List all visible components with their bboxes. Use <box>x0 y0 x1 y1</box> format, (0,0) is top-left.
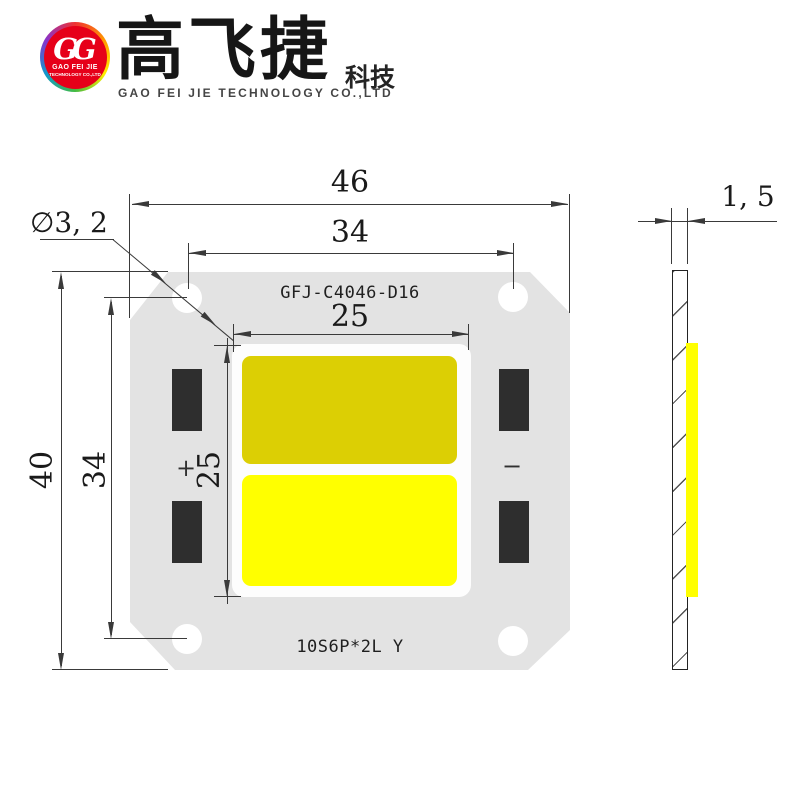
dim-arrow-icon <box>497 250 514 256</box>
led-emitter-bottom <box>242 475 457 586</box>
dim-arrow-icon <box>189 250 206 256</box>
extension-line <box>468 324 470 350</box>
company-name-chinese: 高飞捷 <box>116 10 333 90</box>
dim-arrow-icon <box>224 580 230 597</box>
dim-line <box>132 204 568 206</box>
company-suffix-chinese: 科技 <box>345 64 396 92</box>
dim-arrow-icon <box>224 346 230 363</box>
dim-emitter-height-value: 25 <box>192 450 227 490</box>
extension-tick <box>214 596 241 598</box>
dim-thickness-value: 1, 5 <box>721 180 775 213</box>
leader-landing-line <box>40 239 114 241</box>
company-name-english: GAO FEI JIE TECHNOLOGY CO.,LTD <box>118 86 393 100</box>
spec-code-label: 10S6P*2L Y <box>296 637 404 657</box>
dim-arrow-icon <box>655 218 672 224</box>
dim-arrow-icon <box>551 201 568 207</box>
polarity-plus-mark: + <box>176 454 197 482</box>
extension-line <box>104 638 187 640</box>
extension-line <box>513 243 515 289</box>
dim-line <box>227 338 229 604</box>
dim-line <box>189 253 514 255</box>
solder-pad-right-bottom <box>499 501 529 563</box>
dim-line <box>234 334 469 336</box>
dim-emitter-width-value: 25 <box>330 299 370 334</box>
dim-line <box>111 302 113 635</box>
dim-arrow-icon <box>452 331 469 337</box>
dim-hole-diameter-value: ∅3, 2 <box>30 206 108 239</box>
logo-red-circle: GG GAO FEI JIE TECHNOLOGY CO.,LTD <box>43 25 107 89</box>
dim-arrow-icon <box>688 218 705 224</box>
dim-arrow-icon <box>234 331 251 337</box>
logo-badge-subname: TECHNOLOGY CO.,LTD <box>49 71 101 77</box>
dim-arrow-icon <box>58 653 64 670</box>
dim-arrow-icon <box>108 622 114 639</box>
side-view-phosphor-layer <box>686 343 698 597</box>
dim-hole-pitch-width-value: 34 <box>330 215 370 250</box>
dim-hole-pitch-height-value: 34 <box>78 450 113 490</box>
polarity-minus-mark: − <box>502 452 523 480</box>
dim-line <box>638 221 777 223</box>
extension-line <box>569 194 571 313</box>
solder-pad-right-top <box>499 369 529 431</box>
part-number-label: GFJ-C4046-D16 <box>280 283 420 303</box>
extension-line <box>52 669 168 671</box>
led-emitter-top <box>242 356 457 464</box>
dim-overall-width-value: 46 <box>330 165 370 200</box>
extension-line <box>52 271 168 273</box>
extension-line <box>671 208 673 264</box>
extension-line <box>687 208 689 264</box>
dim-arrow-icon <box>132 201 149 207</box>
side-view-board-section <box>672 270 688 670</box>
logo-monogram: GG <box>53 31 97 66</box>
dim-line <box>61 276 63 666</box>
extension-line <box>188 243 190 289</box>
logo-badge-name: GAO FEI JIE <box>52 63 98 71</box>
company-logo-badge: GG GAO FEI JIE TECHNOLOGY CO.,LTD <box>40 22 110 92</box>
solder-pad-left-bottom <box>172 501 202 563</box>
extension-line <box>129 194 131 318</box>
dim-arrow-icon <box>58 272 64 289</box>
dim-overall-height-value: 40 <box>25 450 60 490</box>
extension-tick <box>214 345 241 347</box>
extension-line <box>104 297 187 299</box>
dim-arrow-icon <box>108 298 114 315</box>
solder-pad-left-top <box>172 369 202 431</box>
mounting-hole-bottom-right <box>498 626 528 656</box>
extension-line <box>233 324 235 352</box>
